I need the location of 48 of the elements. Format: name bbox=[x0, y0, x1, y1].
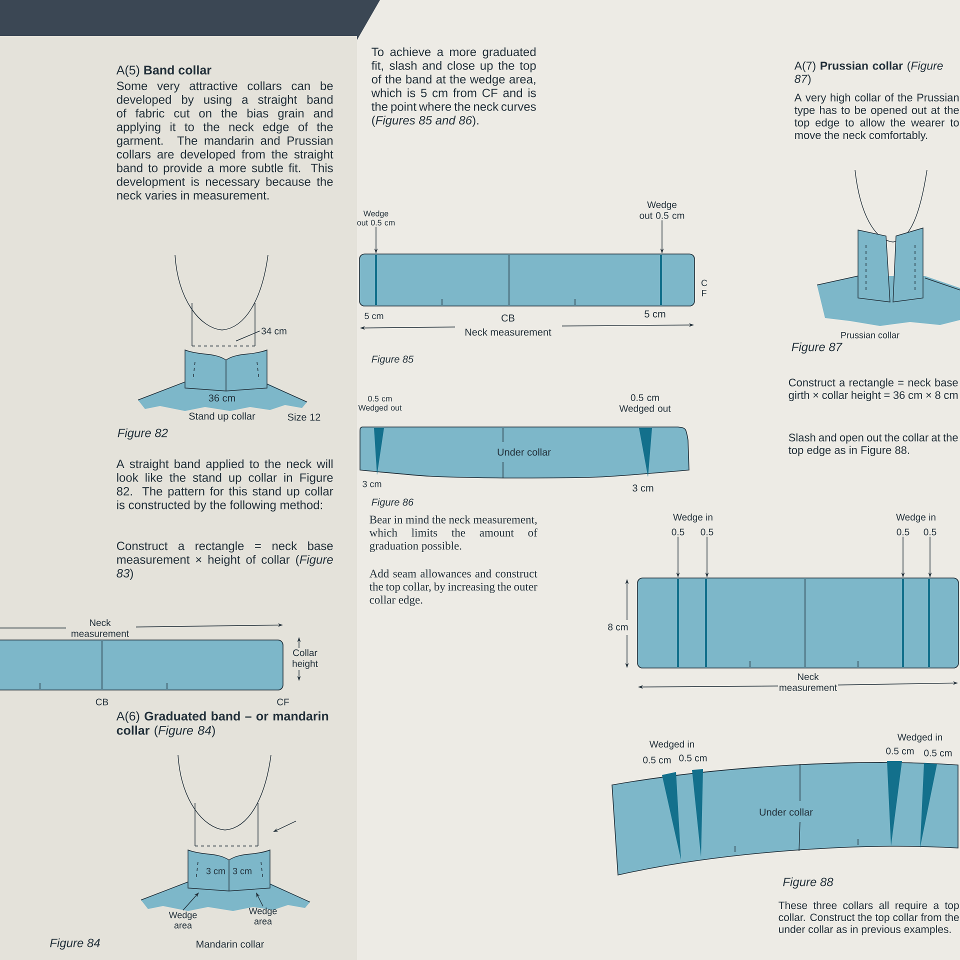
annotation-label: 0.5 cm Wedged out bbox=[619, 394, 671, 414]
dimension-label: 36 cm bbox=[208, 394, 235, 402]
pattern-piece: Under collar bbox=[360, 426, 690, 478]
annotation-label: 0.5 bbox=[700, 528, 714, 536]
pattern-band bbox=[0, 640, 284, 690]
paragraph: Add seam allowances and construct the top collar, by increasing the outer collar edge. bbox=[369, 569, 538, 606]
annotation-label: 0.5 cm bbox=[643, 756, 671, 764]
annotation-label: Wedge out 0.5 cm bbox=[357, 210, 395, 226]
paragraph: Slash and open out the collar at the top edge as in Figure 88. bbox=[788, 433, 958, 456]
paragraph: Construct a rectangle = neck base measurement × height of collar (Figure 83) bbox=[116, 541, 333, 580]
paragraph: Some very attractive collars can be developed by using a straight band of fabric cut on the bias grain and applying it to the neck edge of the garment. The mandarin and Prussian collars are developed from the straight band to provide a more subtle fit. This development is necessary because the neck varies in measurement. bbox=[116, 81, 334, 200]
leader-line bbox=[236, 330, 260, 342]
size-label: Size 12 bbox=[288, 413, 320, 421]
annotation-label: Wedged in bbox=[649, 740, 694, 750]
annotation-label: Wedge area bbox=[168, 912, 197, 928]
annotation-label: Wedge in bbox=[896, 514, 936, 522]
paragraph: A very high collar of the Prussian type has to be opened out at the top edge to allow the wearer to move the neck comfortably. bbox=[794, 93, 959, 142]
pattern-band bbox=[359, 254, 695, 306]
figure-label: Mandarin collar bbox=[196, 940, 264, 948]
annotation-label: 34 cm bbox=[261, 328, 286, 334]
point-label: CF bbox=[277, 698, 289, 706]
paragraph: These three collars all require a top collar. Construct the top collar from the under collar as in previous examples. bbox=[778, 901, 959, 936]
figure-label: Stand up collar bbox=[189, 412, 256, 422]
figure-caption: Figure 85 bbox=[372, 355, 414, 365]
figure-caption: Figure 87 bbox=[792, 342, 842, 354]
figure-caption: Figure 82 bbox=[118, 428, 168, 440]
figure-label: Prussian collar bbox=[841, 332, 900, 338]
collar-band: 3 cm 3 cm bbox=[188, 850, 270, 892]
annotation-label: Wedged in bbox=[897, 734, 942, 742]
annotation-label: 0.5 bbox=[672, 528, 684, 536]
pattern-band bbox=[637, 578, 959, 668]
dimension-label: Collar height bbox=[292, 649, 318, 669]
annotation-label: 0.5 bbox=[924, 528, 936, 536]
annotation-label: Wedge in bbox=[673, 514, 712, 522]
paragraph: To achieve a more graduated fit, slash and close up the top of the band at the wedge area, which is 5 cm from CF and is the point where the neck curves (Figures 85 and 86). bbox=[371, 47, 536, 127]
annotation-label: 0.5 cm Wedged out bbox=[358, 396, 402, 412]
figure-caption: Figure 86 bbox=[372, 498, 414, 508]
annotation-label: Wedge area bbox=[248, 908, 277, 924]
section-heading: A(7) Prussian collar (Figure 87) bbox=[794, 61, 943, 86]
annotation-label: Wedge out 0.5 cm bbox=[640, 201, 684, 219]
figure-caption: Figure 84 bbox=[50, 938, 100, 950]
section-heading: A(6) Graduated band – or mandarin collar (Figure 84) bbox=[116, 711, 328, 738]
annotation-label: 0.5 bbox=[896, 528, 910, 536]
paragraph: Construct a rectangle = neck base girth × collar height = 36 cm × 8 cm bbox=[788, 378, 958, 402]
dimension-label: Neck measurement bbox=[465, 328, 552, 336]
paragraph: A straight band applied to the neck will look like the stand up collar in Figure 82. The pattern for this stand up collar is constructed by the following method: bbox=[116, 459, 334, 512]
section-heading: A(5) Band collar bbox=[116, 65, 212, 77]
paragraph: Bear in mind the neck measurement, which limits the amount of graduation possible. bbox=[369, 515, 538, 552]
